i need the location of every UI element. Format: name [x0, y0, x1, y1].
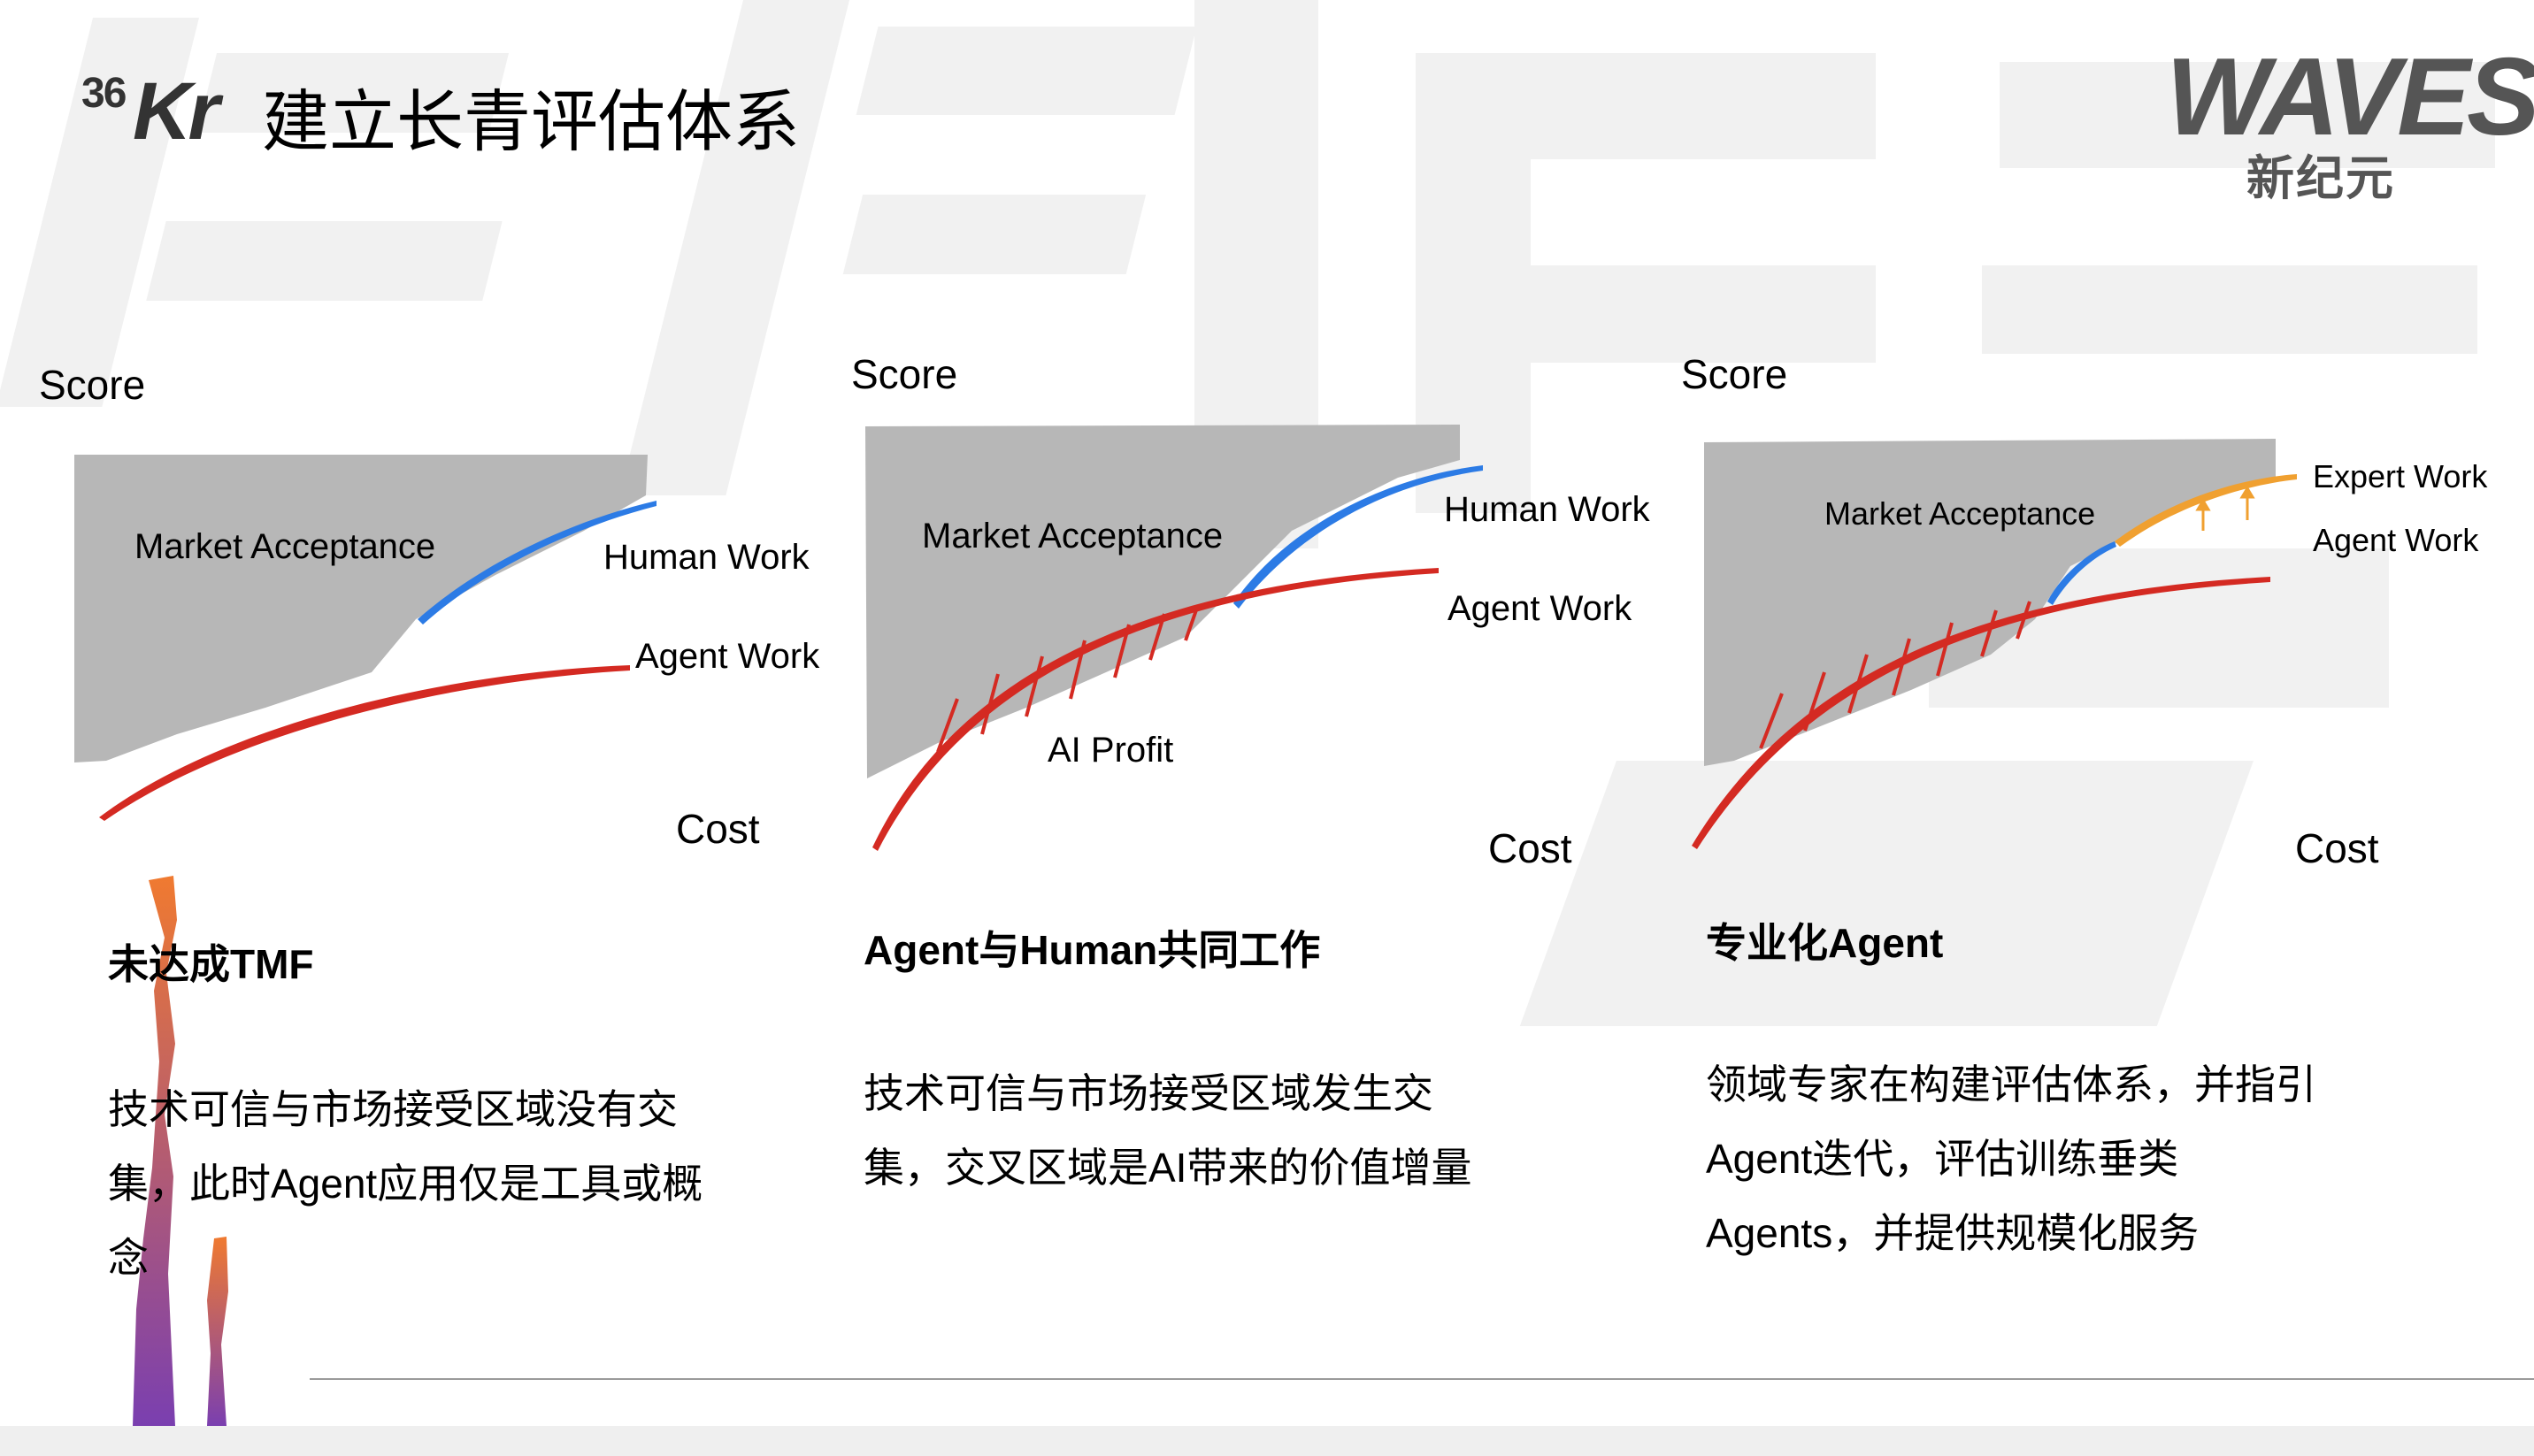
ai-profit-label: AI Profit [1048, 731, 1174, 770]
agent-work-label: Agent Work [635, 637, 820, 676]
logo-36kr-sup: 36 [81, 70, 127, 117]
ai-profit-hatching [936, 604, 1200, 753]
column-body: 技术可信与市场接受区域没有交集，此时Agent应用仅是工具或概念 [108, 1086, 703, 1281]
human-work-curve-segment [2047, 541, 2116, 605]
market-acceptance-label: Market Acceptance [134, 527, 436, 566]
column-body: 领域专家在构建评估体系，并指引Agent迭代，评估训练垂类Agents，并提供规… [1706, 1061, 2316, 1256]
footer-divider [310, 1378, 2534, 1380]
agent-work-curve [1692, 577, 2270, 849]
waves-logo-subtext: 新纪元 [2246, 152, 2395, 205]
x-axis-label: Cost [1488, 825, 1572, 871]
column-body: 技术可信与市场接受区域发生交集，交叉区域是AI带来的价值增量 [864, 1070, 1472, 1191]
market-acceptance-label: Market Acceptance [922, 517, 1224, 556]
column-title: Agent与Human共同工作 [864, 927, 1321, 973]
logo-36kr-main: Kr [133, 66, 219, 157]
expert-work-curve [2115, 474, 2297, 547]
agent-work-label: Agent Work [2313, 522, 2479, 558]
page-title: 建立长青评估体系 [262, 85, 800, 160]
y-axis-label: Score [851, 351, 958, 397]
x-axis-label: Cost [676, 806, 760, 852]
human-work-label: Human Work [1444, 490, 1650, 529]
agent-work-label: Agent Work [1447, 589, 1632, 628]
slide-footer-band [0, 1426, 2534, 1456]
expert-work-label: Expert Work [2313, 458, 2488, 494]
y-axis-label: Score [1681, 351, 1788, 397]
agent-work-curve [872, 568, 1439, 851]
watermark-glyphs [0, 0, 2495, 1026]
agent-hatching [1759, 601, 2031, 749]
36kr-logo: 36 Kr [81, 62, 223, 157]
x-axis-label: Cost [2295, 825, 2379, 871]
y-axis-label: Score [39, 362, 146, 408]
human-work-label: Human Work [603, 538, 810, 577]
market-acceptance-label: Market Acceptance [1824, 495, 2096, 532]
market-acceptance-area [1704, 439, 2276, 766]
market-acceptance-area [74, 455, 648, 762]
decorative-bars [133, 876, 228, 1426]
expert-uplift-arrows [2195, 486, 2255, 531]
column-title: 专业化Agent [1706, 920, 1944, 966]
column-title: 未达成TMF [108, 941, 314, 987]
